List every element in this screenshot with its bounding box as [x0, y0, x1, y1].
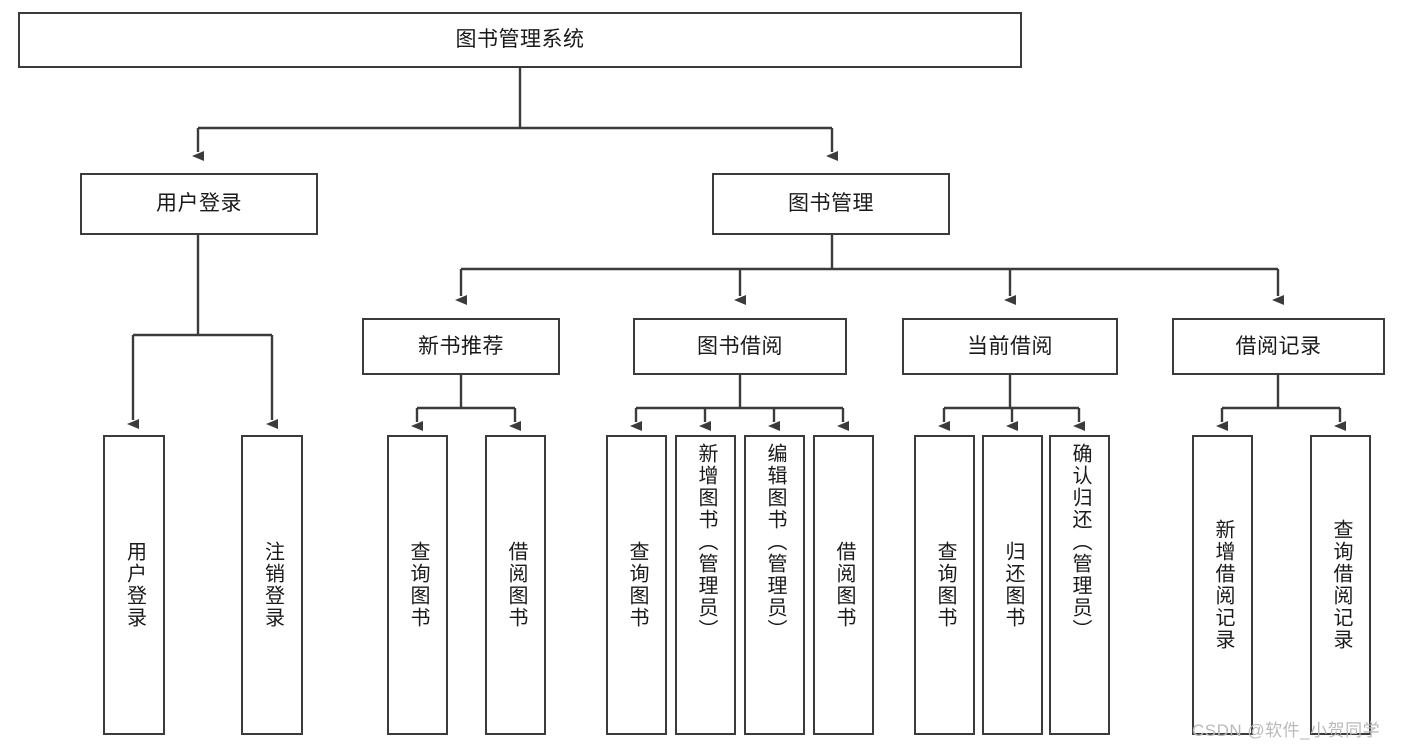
node-leaf-add-book-label: 新增图书（管理员） [695, 443, 717, 641]
node-leaf-return-book-label: 归还图书 [1002, 541, 1024, 629]
node-new-book-recommend[interactable]: 新书推荐 [362, 318, 560, 375]
node-borrow-record[interactable]: 借阅记录 [1172, 318, 1385, 375]
node-leaf-add-record-label: 新增借阅记录 [1212, 519, 1234, 651]
node-leaf-borrow-book-1[interactable]: 借阅图书 [485, 435, 546, 735]
node-leaf-query-book-2-label: 查询图书 [626, 541, 648, 629]
node-leaf-borrow-book-2[interactable]: 借阅图书 [813, 435, 874, 735]
node-book-management-label: 图书管理 [788, 192, 874, 216]
node-leaf-confirm-return[interactable]: 确认归还（管理员） [1049, 435, 1110, 735]
node-user-login-label: 用户登录 [156, 192, 242, 216]
node-leaf-confirm-return-label: 确认归还（管理员） [1069, 443, 1091, 641]
node-book-borrow-label: 图书借阅 [697, 334, 783, 358]
node-leaf-user-login-label: 用户登录 [123, 541, 146, 629]
node-root-label: 图书管理系统 [455, 28, 585, 52]
node-leaf-query-book-3[interactable]: 查询图书 [914, 435, 975, 735]
node-root[interactable]: 图书管理系统 [18, 12, 1022, 68]
node-leaf-add-record[interactable]: 新增借阅记录 [1192, 435, 1253, 735]
node-leaf-add-book[interactable]: 新增图书（管理员） [675, 435, 736, 735]
watermark-text: CSDN @软件_小贺同学 [1192, 721, 1381, 740]
node-leaf-edit-book-label: 编辑图书（管理员） [764, 443, 786, 641]
node-current-borrow[interactable]: 当前借阅 [902, 318, 1118, 375]
node-book-management[interactable]: 图书管理 [712, 173, 950, 235]
node-leaf-query-record[interactable]: 查询借阅记录 [1310, 435, 1371, 735]
node-leaf-query-book-3-label: 查询图书 [934, 541, 956, 629]
node-book-borrow[interactable]: 图书借阅 [633, 318, 847, 375]
node-user-login[interactable]: 用户登录 [80, 173, 318, 235]
node-leaf-query-book-1[interactable]: 查询图书 [387, 435, 448, 735]
node-current-borrow-label: 当前借阅 [967, 334, 1053, 358]
node-borrow-record-label: 借阅记录 [1235, 334, 1322, 358]
node-leaf-query-book-2[interactable]: 查询图书 [606, 435, 667, 735]
node-new-book-recommend-label: 新书推荐 [418, 334, 504, 358]
node-leaf-logout-login-label: 注销登录 [261, 541, 284, 629]
node-leaf-return-book[interactable]: 归还图书 [982, 435, 1043, 735]
node-leaf-edit-book[interactable]: 编辑图书（管理员） [744, 435, 805, 735]
node-leaf-query-record-label: 查询借阅记录 [1330, 519, 1352, 651]
node-leaf-borrow-book-2-label: 借阅图书 [833, 541, 855, 629]
node-leaf-query-book-1-label: 查询图书 [407, 541, 429, 629]
node-leaf-borrow-book-1-label: 借阅图书 [505, 541, 527, 629]
node-leaf-logout-login[interactable]: 注销登录 [241, 435, 303, 735]
node-leaf-user-login[interactable]: 用户登录 [103, 435, 165, 735]
